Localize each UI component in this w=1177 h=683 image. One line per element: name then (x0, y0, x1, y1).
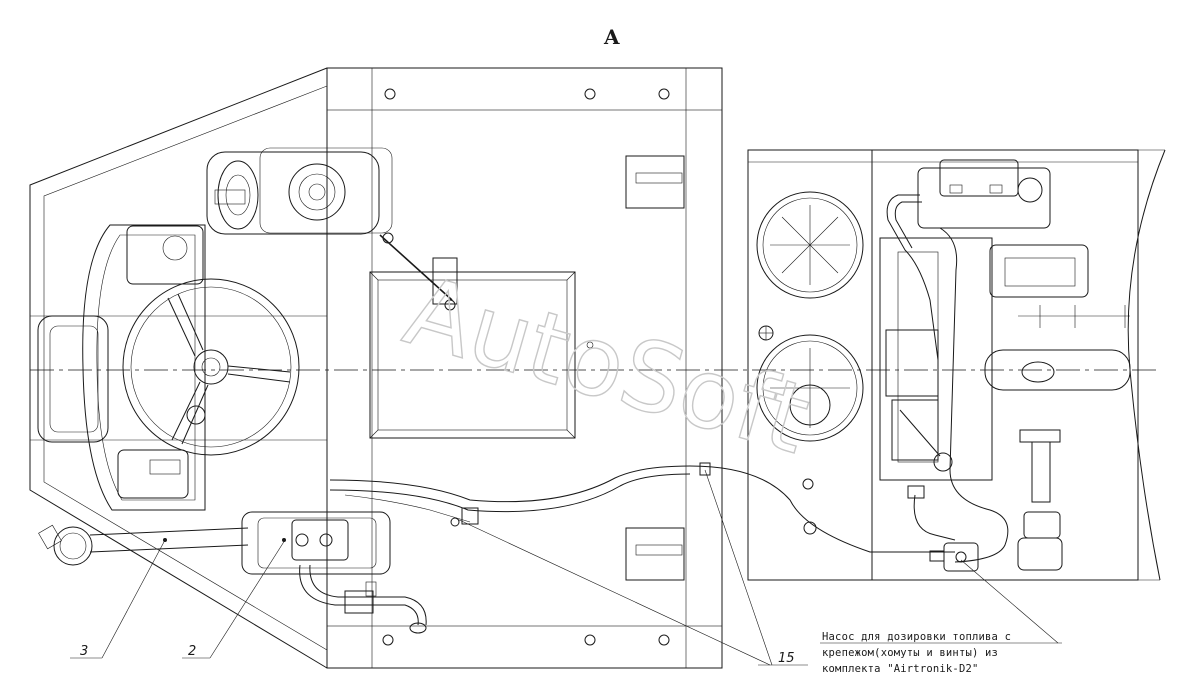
steering-wheel (122, 278, 300, 456)
leader-lines (70, 469, 1062, 666)
engine-column (879, 237, 1131, 481)
heater-unit-2 (241, 511, 391, 575)
exhaust-line (299, 564, 427, 634)
note-line-1: Насос для дозировки топлива с (822, 631, 1011, 643)
fuel-line-15 (329, 462, 955, 553)
callout-2: 2 (188, 644, 196, 659)
dosing-pump (929, 542, 979, 572)
pedal-block (206, 147, 393, 235)
driver-seat (37, 224, 206, 511)
tank-fuel-lines (886, 194, 1009, 563)
mounting-holes (382, 88, 670, 646)
view-label: A (603, 25, 620, 49)
fuel-filler (38, 524, 93, 566)
fuel-filter (907, 429, 1063, 571)
callout-3: 3 (80, 644, 88, 659)
gear-lever (379, 234, 458, 311)
note-line-2: крепежом(хомуты и винты) из (822, 647, 998, 659)
wheel-hubs (756, 191, 864, 442)
engine-hatch (369, 271, 594, 439)
floor-brackets (625, 155, 685, 581)
tank-box (917, 159, 1051, 229)
note-line-3: комплекта "Airtronik-D2" (822, 663, 979, 675)
fuel-line-3 (89, 527, 249, 553)
callout-15: 15 (778, 651, 795, 666)
watermark: AutoSoft (394, 254, 821, 475)
